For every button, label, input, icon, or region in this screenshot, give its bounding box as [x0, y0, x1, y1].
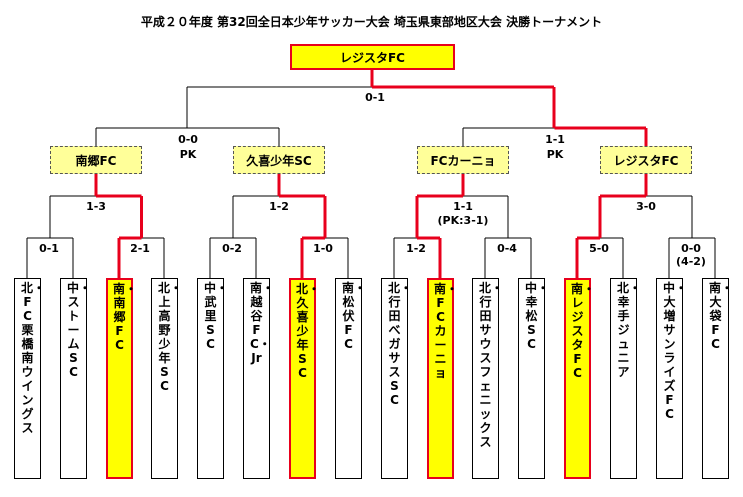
- champion-box: レジスタFC: [290, 44, 455, 70]
- team-name: 北・FC栗橋南ウイングス: [21, 281, 46, 435]
- quarter-score-2: 1-2: [269, 200, 289, 213]
- team-box-winner: 南・レジスタFC: [564, 278, 596, 479]
- semi-score-2: 1-1: [545, 133, 565, 146]
- team-name: 北・幸手ジュニア: [617, 281, 642, 379]
- r1-score-8: 0-0: [681, 242, 701, 255]
- team-box: 南・大袋FC: [702, 278, 734, 479]
- team-box-winner: 南・南郷FC: [106, 278, 138, 479]
- team-box: 北・幸手ジュニア: [610, 278, 642, 479]
- team-box: 中・幸松SC: [518, 278, 550, 479]
- final-score: 0-1: [365, 91, 385, 104]
- team-name: 南・越谷FC・Jr: [250, 281, 275, 365]
- r1-score-3: 0-2: [222, 242, 242, 255]
- team-name: 南・大袋FC: [709, 281, 734, 351]
- r1-note-8: (4-2): [676, 255, 706, 268]
- r1-score-6: 0-4: [497, 242, 517, 255]
- team-name: 中・大増サンライズFC: [663, 281, 688, 421]
- semifinal-label: 南郷FC: [75, 153, 117, 168]
- team-box-winner: 南・FCカーニョ: [427, 278, 459, 479]
- r1-score-4: 1-0: [313, 242, 333, 255]
- semifinal-label: 久喜少年SC: [246, 153, 312, 168]
- team-name: 北・行田サウスフェニックス: [479, 281, 504, 449]
- team-name: 中・武里SC: [204, 281, 229, 351]
- team-name: 北・行田べガサスSC: [388, 281, 413, 407]
- r1-score-5: 1-2: [406, 242, 426, 255]
- team-name: 北・久喜少年SC: [296, 282, 321, 380]
- team-name: 北・上高野少年SC: [158, 281, 183, 393]
- team-box: 南・松伏FC: [335, 278, 367, 479]
- semifinal-box-3: FCカーニョ: [417, 146, 509, 174]
- team-box: 北・FC栗橋南ウイングス: [14, 278, 46, 479]
- team-name: 中・幸松SC: [525, 281, 550, 351]
- team-name: 南・松伏FC: [342, 281, 367, 351]
- semi-score-1: 0-0: [178, 133, 198, 146]
- page-title: 平成２０年度 第32回全日本少年サッカー大会 埼玉県東部地区大会 決勝トーナメン…: [140, 15, 603, 29]
- team-box: 北・上高野少年SC: [151, 278, 183, 479]
- team-box: 中・武里SC: [197, 278, 229, 479]
- semifinal-box-2: 久喜少年SC: [233, 146, 325, 174]
- quarter-score-4: 3-0: [636, 200, 656, 213]
- champion-label: レジスタFC: [339, 50, 405, 65]
- quarter-score-1: 1-3: [86, 200, 106, 213]
- team-box: 北・行田サウスフェニックス: [472, 278, 504, 479]
- quarter-note-3: (PK:3-1): [437, 214, 489, 227]
- team-name: 南・南郷FC: [113, 282, 138, 352]
- team-box: 北・行田べガサスSC: [381, 278, 413, 479]
- semi-note-2: PK: [546, 148, 564, 161]
- semi-note-1: PK: [179, 148, 197, 161]
- team-name: 南・FCカーニョ: [434, 282, 459, 380]
- semifinal-label: FCカーニョ: [430, 153, 496, 168]
- r1-score-2: 2-1: [130, 242, 150, 255]
- r1-score-7: 5-0: [589, 242, 609, 255]
- team-box: 中・ストームSC: [60, 278, 92, 479]
- semifinal-label: レジスタFC: [613, 153, 679, 168]
- semifinal-box-4: レジスタFC: [600, 146, 692, 174]
- quarter-score-3: 1-1: [453, 200, 473, 213]
- r1-score-1: 0-1: [39, 242, 59, 255]
- team-name: 中・ストームSC: [67, 281, 92, 379]
- team-box-winner: 北・久喜少年SC: [289, 278, 321, 479]
- team-box: 中・大増サンライズFC: [656, 278, 688, 479]
- team-name: 南・レジスタFC: [571, 282, 596, 380]
- team-box: 南・越谷FC・Jr: [243, 278, 275, 479]
- semifinal-box-1: 南郷FC: [50, 146, 142, 174]
